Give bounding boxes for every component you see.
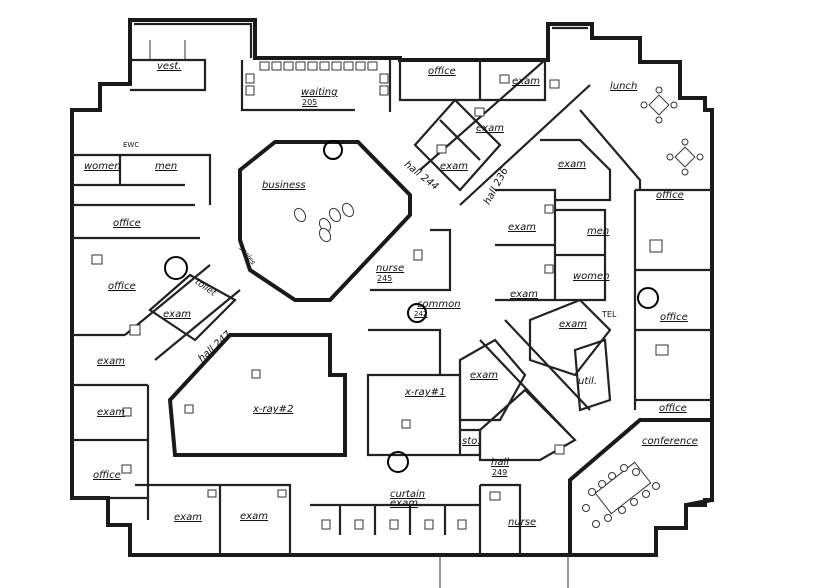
room-label-office-right-3: office <box>659 403 687 414</box>
room-number-nurse-center: 245 <box>377 274 393 283</box>
room-label-women-left: women <box>84 161 121 172</box>
room-label-exam-top-right: exam <box>512 76 540 87</box>
room-label-exam-w2: exam <box>97 407 125 418</box>
curtain-exam-chairs <box>321 519 467 530</box>
room-label-business: business <box>262 180 306 191</box>
room-label-exam-right-1: exam <box>558 159 586 170</box>
room-label-nurse-center: nurse <box>376 263 405 274</box>
room-number-waiting: 205 <box>302 98 318 107</box>
room-label-sto: sto. <box>462 436 481 447</box>
room-label-exam-w1: exam <box>97 356 125 367</box>
room-label-office-left-2: office <box>108 281 136 292</box>
room-label-ewc: EWC <box>123 141 140 149</box>
room-label-exam-right-4: exam <box>559 319 587 330</box>
exterior-walls <box>70 18 714 557</box>
business-desks <box>293 202 355 243</box>
room-label-men-right: men <box>587 226 610 237</box>
room-label-men-left: men <box>155 161 178 172</box>
room-label-office-top: office <box>428 66 456 77</box>
waiting-chairs <box>245 61 389 96</box>
conference-table <box>582 461 660 528</box>
room-label-exam-center-1: exam <box>476 123 504 134</box>
room-label-exam-center-2: exam <box>440 161 468 172</box>
room-label-office-right-2: office <box>660 312 688 323</box>
room-label-exam-b1: exam <box>174 512 202 523</box>
hall-number-249: 249 <box>492 468 508 477</box>
room-label-vest: vest. <box>157 61 182 72</box>
room-label-waiting: waiting <box>301 87 338 98</box>
room-label-common: common <box>417 299 461 310</box>
room-label-office-left-1: office <box>113 218 141 229</box>
room-label-office-w3: office <box>93 470 121 481</box>
room-label-exam-right-2: exam <box>508 222 536 233</box>
room-label-conference: conference <box>642 436 698 447</box>
room-label-exam-mid: exam <box>470 370 498 381</box>
circled-markers <box>164 140 659 473</box>
furniture <box>91 61 704 588</box>
room-label-curtain: curtain <box>390 489 426 500</box>
room-label-lunch: lunch <box>610 81 638 92</box>
exam-room-fixtures <box>91 74 669 501</box>
room-label-xray-2: x-ray#2 <box>253 404 294 415</box>
room-label-exam-b2: exam <box>240 511 268 522</box>
room-label-nurse-bottom: nurse <box>508 517 537 528</box>
room-label-curtain-exam: exam <box>390 498 418 509</box>
room-label-office-right-1: office <box>656 190 684 201</box>
room-number-common: 242 <box>414 310 428 318</box>
lunch-tables <box>640 86 704 176</box>
room-label-exam-left: exam <box>163 309 191 320</box>
room-label-xray-1: x-ray#1 <box>405 387 446 398</box>
room-label-tel: TEL <box>602 310 617 319</box>
room-label-exam-right-3: exam <box>510 289 538 300</box>
room-label-women-right: women <box>573 271 610 282</box>
hall-label-249: hall <box>491 457 510 468</box>
room-label-util: util. <box>578 376 597 387</box>
